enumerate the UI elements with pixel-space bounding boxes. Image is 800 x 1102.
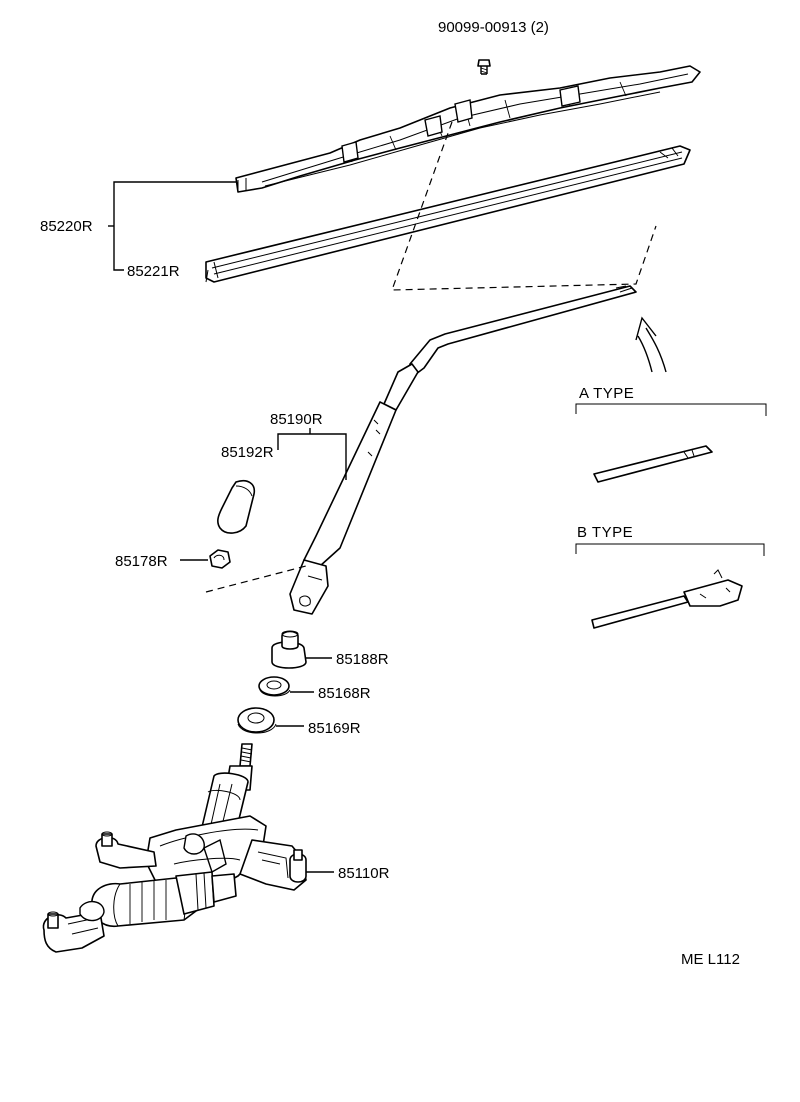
cushion-part — [271, 630, 307, 669]
blade-assy-label: 85220R — [40, 218, 93, 235]
b-type-group: B TYPE — [575, 524, 765, 629]
seal-part — [237, 707, 277, 734]
screw-part — [477, 59, 491, 75]
type-arrow — [645, 327, 667, 373]
screw-label: 90099-00913 (2) — [438, 19, 549, 36]
arm-assy-label: 85190R — [270, 411, 323, 428]
wiper-blade-frame — [235, 65, 701, 193]
diagram-code: ME L112 — [681, 951, 740, 968]
blade-rubber-label: 85221R — [127, 263, 180, 280]
a-type-group: A TYPE — [575, 385, 767, 483]
a-type-label: A TYPE — [579, 385, 634, 402]
washer-label: 85168R — [318, 685, 371, 702]
blade-rubber-strip — [205, 145, 691, 283]
arm-cap-part — [217, 479, 256, 534]
nut-arm-guide — [205, 565, 307, 593]
seal-label: 85169R — [308, 720, 361, 737]
motor-label: 85110R — [338, 865, 390, 882]
blade-bracket-line — [113, 181, 236, 271]
cushion-label: 85188R — [336, 651, 389, 668]
wiper-arm — [289, 285, 637, 615]
arm-cap-label: 85192R — [221, 444, 274, 461]
arm-bracket-line — [277, 433, 347, 480]
b-type-label: B TYPE — [577, 524, 633, 541]
nut-part — [209, 549, 231, 569]
nut-label: 85178R — [115, 553, 168, 570]
blade-arm-guide — [391, 121, 657, 291]
washer-part — [258, 676, 291, 697]
wiper-motor-part — [42, 743, 307, 953]
